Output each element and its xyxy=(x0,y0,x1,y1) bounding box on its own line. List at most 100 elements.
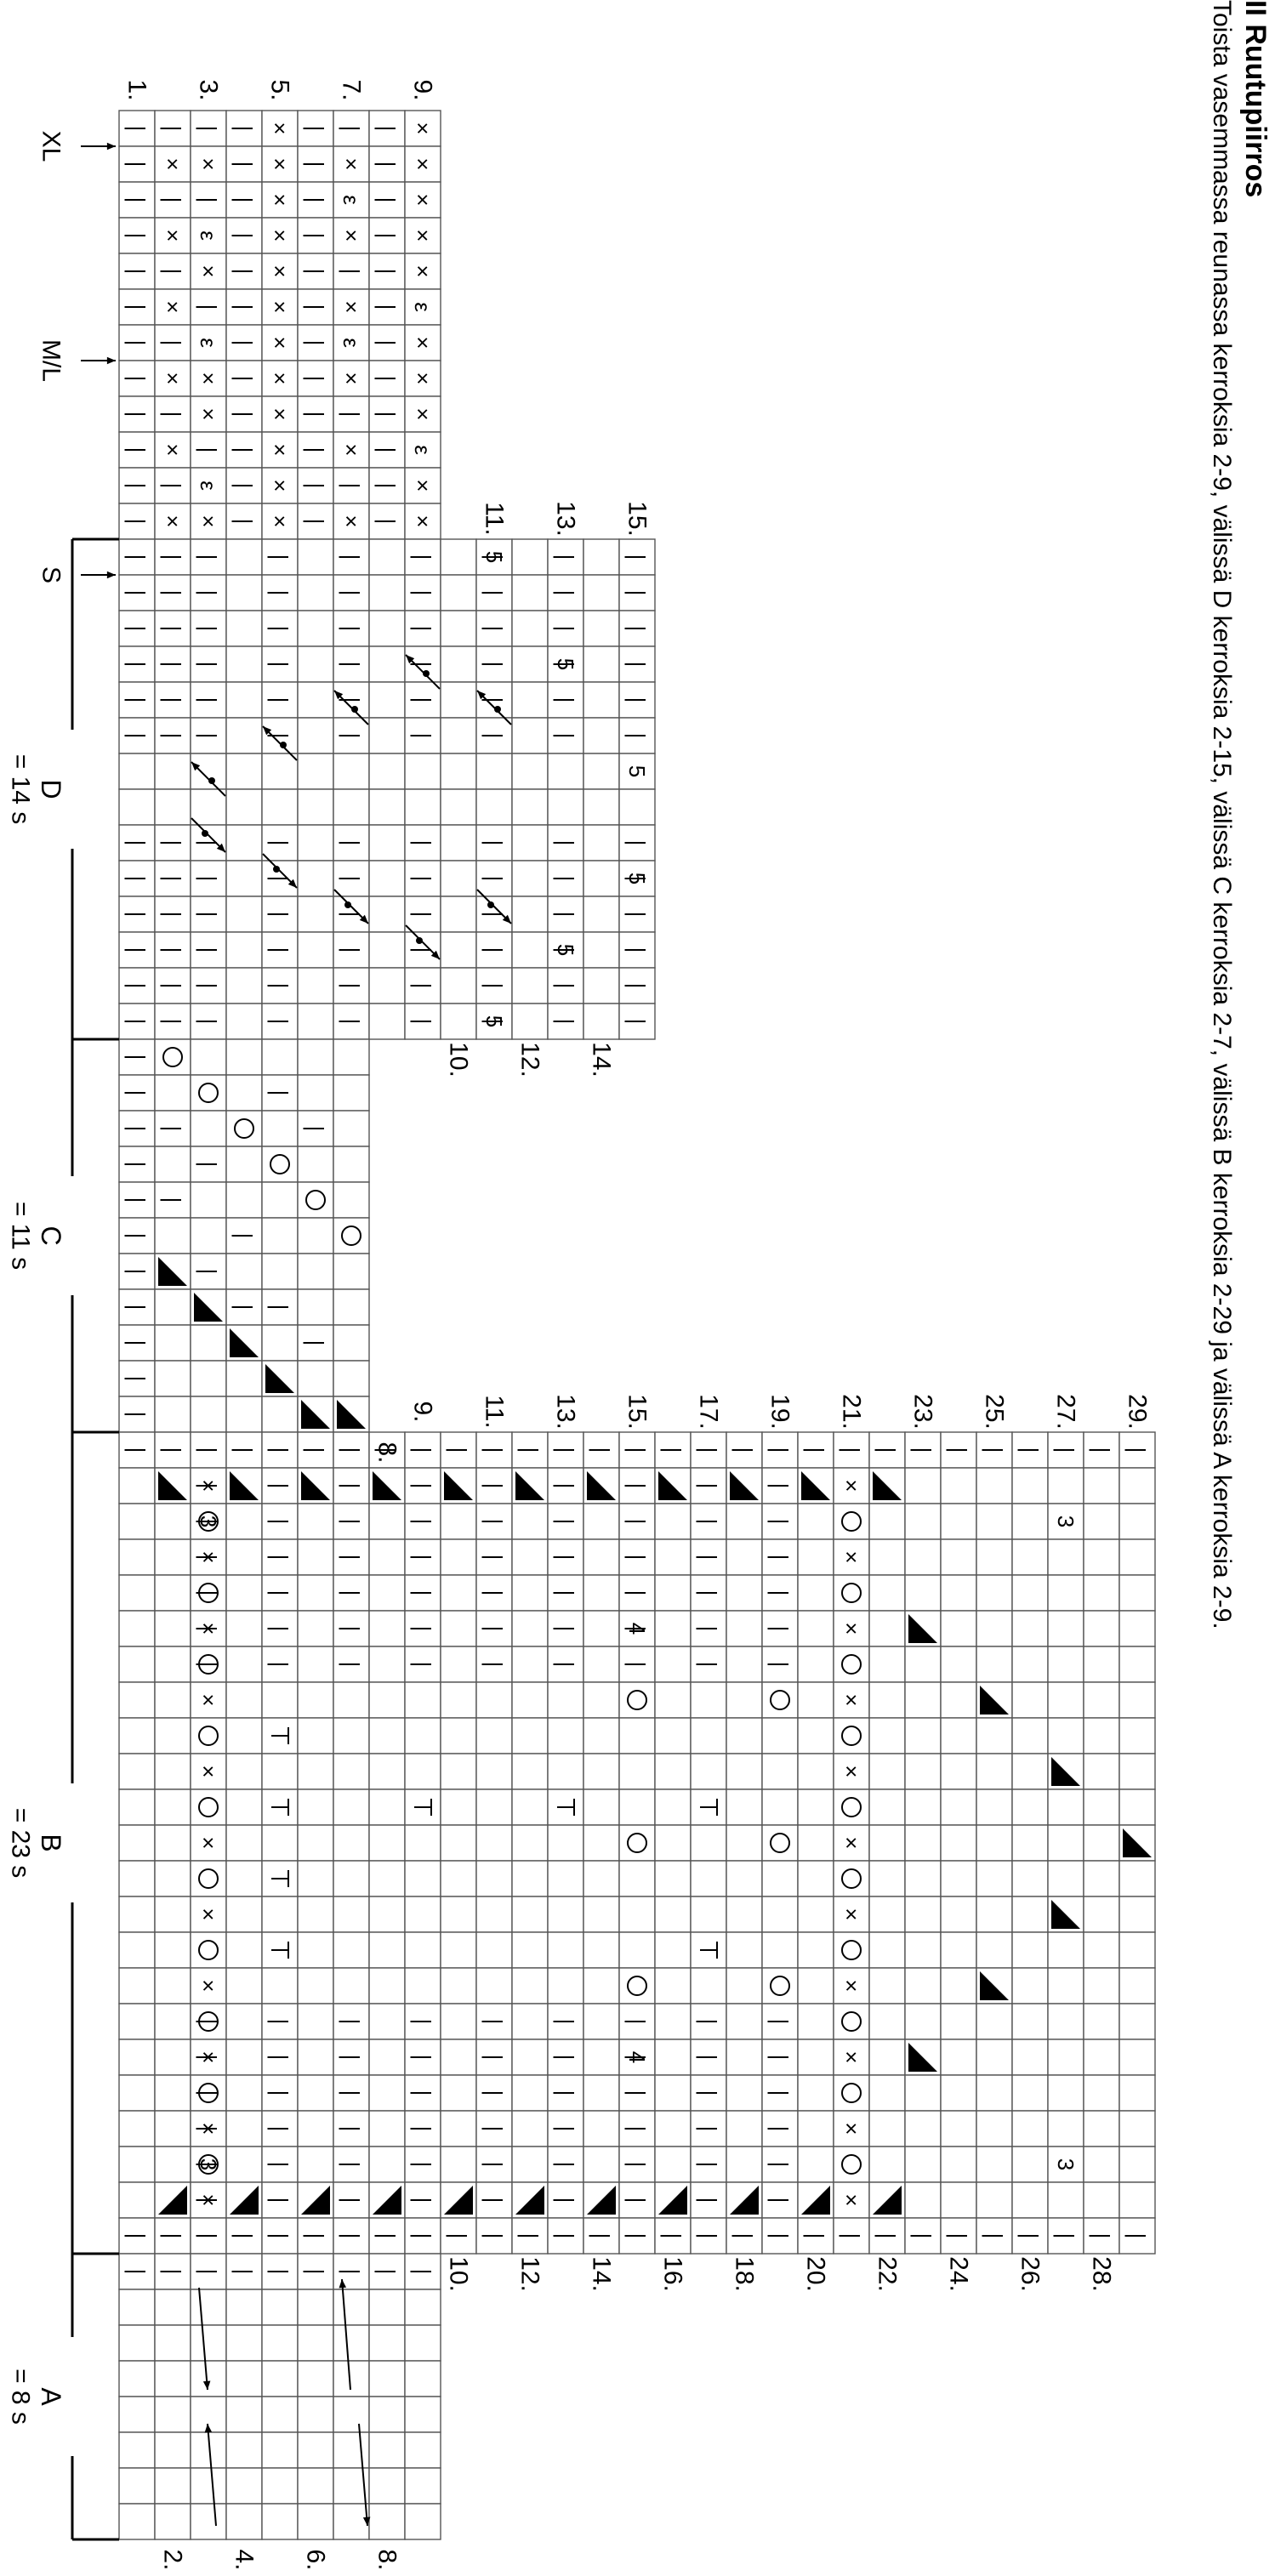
decrease-icon xyxy=(908,2043,937,2072)
stitch-symbol: | xyxy=(124,2233,150,2239)
chart-cell xyxy=(1118,1931,1156,1969)
chart-cell xyxy=(190,1324,227,1362)
section-label: C xyxy=(36,1225,66,1245)
cable-dot-icon xyxy=(423,670,430,677)
chart-cell xyxy=(297,1360,334,1397)
chart-cell xyxy=(404,967,441,1004)
stitch-symbol: × xyxy=(410,193,435,206)
stitch-symbol: | xyxy=(196,1519,221,1525)
chart-cell xyxy=(1047,2039,1084,2076)
stitch-symbol: | xyxy=(982,1447,1007,1453)
stitch-symbol: × xyxy=(196,2050,221,2063)
chart-cell xyxy=(940,2110,977,2147)
decrease-icon xyxy=(301,2186,330,2215)
chart-cell xyxy=(511,681,549,719)
stitch-symbol: × xyxy=(267,372,293,384)
chart-cell xyxy=(868,1538,906,1576)
decrease-icon xyxy=(587,1471,616,1500)
chart-cell xyxy=(797,1967,834,2005)
stitch-symbol: | xyxy=(124,733,150,739)
chart-cell xyxy=(1118,2146,1156,2183)
stitch-symbol: | xyxy=(303,447,328,453)
stitch-symbol: 5 xyxy=(481,1015,507,1027)
chart-cell xyxy=(261,681,299,719)
chart-cell xyxy=(618,2110,656,2147)
chart-cell xyxy=(976,2039,1013,2076)
stitch-symbol: | xyxy=(410,662,435,668)
chart-cell xyxy=(368,1896,406,1933)
stitch-symbol: ε xyxy=(196,338,221,348)
chart-cell xyxy=(154,467,191,504)
chart-cell xyxy=(797,1646,834,1683)
chart-cell xyxy=(1011,1931,1049,1969)
chart-cell xyxy=(440,2110,477,2147)
chart-cell xyxy=(154,2217,191,2255)
chart-cell xyxy=(1118,1610,1156,1647)
stitch-symbol: | xyxy=(124,1019,150,1025)
chart-cell xyxy=(297,2360,334,2397)
stitch-symbol: | xyxy=(553,662,578,668)
chart-cell xyxy=(618,824,656,862)
chart-cell xyxy=(511,1503,549,1540)
stitch-symbol: | xyxy=(553,840,578,846)
chart-cell xyxy=(225,1753,263,1790)
stitch-symbol: | xyxy=(339,840,364,846)
chart-cell xyxy=(1083,2181,1120,2219)
stitch-symbol: × xyxy=(839,1765,864,1777)
chart-cell xyxy=(297,2503,334,2540)
chart-cell xyxy=(333,931,370,969)
stitch-symbol: | xyxy=(196,554,221,560)
chart-cell xyxy=(440,1896,477,1933)
chart-cell xyxy=(404,2003,441,2040)
chart-cell xyxy=(940,1824,977,1862)
chart-cell xyxy=(511,1681,549,1719)
stitch-symbol: | xyxy=(339,554,364,560)
stitch-symbol: | xyxy=(696,1519,721,1525)
chart-cell xyxy=(583,1788,620,1826)
stitch-symbol: | xyxy=(124,519,150,525)
chart-cell xyxy=(940,1896,977,1933)
arrow-head-icon xyxy=(106,142,116,151)
chart-cell xyxy=(547,1681,584,1719)
chart-cell xyxy=(190,967,227,1004)
chart-cell xyxy=(833,2003,870,2040)
chart-cell xyxy=(475,788,513,826)
stitch-symbol: | xyxy=(481,876,507,882)
chart-cell xyxy=(654,1753,692,1790)
chart-cell xyxy=(868,1788,906,1826)
stitch-symbol: × xyxy=(267,479,293,492)
stitch-symbol: × xyxy=(196,372,221,384)
chart-cell xyxy=(940,1967,977,2005)
chart-cell xyxy=(154,2146,191,2183)
chart-cell xyxy=(190,1931,227,1969)
tee-icon xyxy=(700,1799,718,1816)
chart-cell xyxy=(904,1717,942,1754)
chart-cell xyxy=(368,503,406,540)
chart-cell xyxy=(333,2074,370,2112)
chart-cell xyxy=(225,1396,263,1433)
stitch-symbol: | xyxy=(160,2269,185,2275)
stitch-symbol: × xyxy=(839,1550,864,1563)
chart-cell xyxy=(511,824,549,862)
chart-cell xyxy=(726,1538,763,1576)
chart-cell xyxy=(368,2360,406,2397)
stitch-symbol: | xyxy=(231,340,257,346)
stitch-symbol: | xyxy=(267,2019,293,2025)
chart-cell xyxy=(976,1574,1013,1612)
chart-cell xyxy=(547,931,584,969)
chart-cell xyxy=(297,2324,334,2362)
cable-dot-icon xyxy=(344,901,351,908)
stitch-symbol: | xyxy=(303,233,328,239)
chart-cell xyxy=(297,753,334,790)
stitch-symbol: | xyxy=(446,2233,471,2239)
chart-cell xyxy=(761,1538,799,1576)
chart-cell xyxy=(333,1146,370,1183)
chart-cell xyxy=(440,967,477,1004)
stitch-symbol: | xyxy=(696,2019,721,2025)
stitch-symbol: × xyxy=(196,1622,221,1635)
stitch-symbol: | xyxy=(124,1233,150,1239)
chart-cell xyxy=(797,1717,834,1754)
row-number: 8. xyxy=(373,2549,401,2570)
chart-cell xyxy=(511,860,549,897)
chart-cell xyxy=(654,1610,692,1647)
